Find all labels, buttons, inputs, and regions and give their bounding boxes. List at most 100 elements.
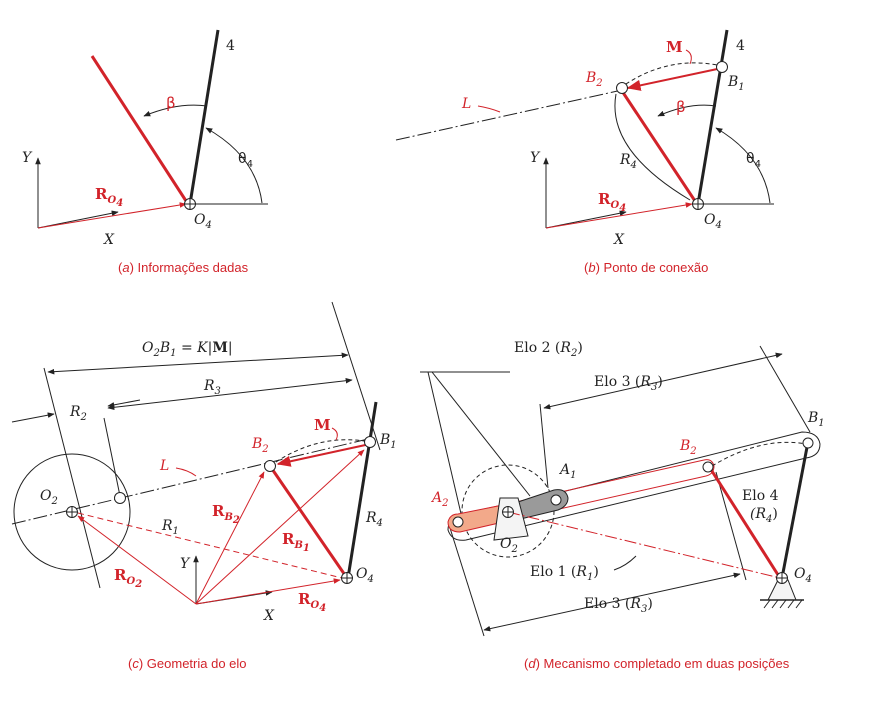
vector-r-o4	[545, 202, 693, 229]
x-axis-label: X	[103, 232, 115, 248]
point-b1	[364, 436, 376, 448]
y-axis-label: Y	[530, 150, 541, 166]
panel-d: Elo 3 (R3) Elo 3 (R3) Elo 2 (R2) Elo 1 (…	[420, 340, 825, 637]
beta-label: β	[676, 98, 686, 116]
elo4-label: Elo 4	[742, 488, 779, 504]
r4-arc	[614, 93, 691, 201]
extension-line-a1	[539, 403, 549, 489]
red-line-beta	[618, 87, 699, 205]
line-l	[11, 437, 373, 525]
vector-m-label: M	[314, 416, 331, 434]
crank-link-pos2	[447, 503, 513, 533]
b1-label: B1	[727, 74, 745, 93]
extension-line-b2	[715, 471, 747, 581]
extension-line-o2	[43, 367, 101, 589]
vector-r-o4-label: RO4	[598, 190, 626, 214]
theta-arc	[715, 127, 771, 204]
elo4-r-label: (R4)	[750, 506, 778, 525]
dim-elo3-top	[543, 352, 783, 410]
vector-r-o2	[77, 515, 197, 605]
vector-r-o4-label: RO4	[95, 185, 123, 209]
elo2-leader-1	[427, 371, 463, 519]
m-leader	[331, 427, 338, 441]
panel-b: Y X RO4 L 4 M R4 β θ4 B2 B1	[395, 29, 774, 248]
vector-r1	[77, 512, 343, 579]
line-l-leader	[477, 105, 501, 113]
m-leader	[685, 49, 692, 65]
red-line-beta	[90, 55, 190, 205]
joint-a2	[452, 516, 464, 528]
point-b1	[716, 61, 728, 73]
x-axis-label: X	[263, 608, 275, 624]
line-l-leader	[175, 467, 197, 477]
elo2-label: Elo 2 (R2)	[514, 340, 583, 359]
elo2-leader-2	[431, 371, 531, 497]
eq-o2b1: O2B1 = K|M|	[142, 340, 233, 359]
link-4	[696, 29, 729, 205]
link-4	[346, 401, 378, 579]
b1-label: B1	[807, 410, 825, 429]
o4-label: O4	[356, 566, 374, 585]
crank-circle	[13, 453, 131, 571]
point-crank	[114, 492, 126, 504]
theta-label: θ4	[746, 151, 761, 170]
vector-r-b2	[195, 471, 265, 605]
r-b1-label: RB1	[282, 530, 310, 554]
link-4-pos2	[708, 467, 782, 579]
theta-arc	[205, 127, 263, 204]
extension-line-b1	[759, 345, 811, 433]
point-b2	[264, 460, 276, 472]
o2-label: O2	[40, 488, 58, 507]
b2-label: B2	[585, 70, 603, 89]
red-link	[268, 465, 349, 579]
r-o2-label: RO2	[114, 566, 142, 590]
vector-m-label: M	[666, 38, 683, 56]
beta-label: β	[166, 94, 176, 112]
dim-r2-right	[107, 399, 141, 408]
ground-support-o2	[493, 497, 529, 541]
joint-b1	[802, 437, 814, 449]
line-l-label: L	[461, 96, 471, 112]
dashed-arc	[619, 62, 723, 89]
y-axis-label: Y	[180, 556, 191, 572]
a2-label: A2	[430, 490, 449, 509]
o4-label: O4	[794, 566, 812, 585]
dim-elo3-bottom	[483, 572, 741, 632]
a1-label: A1	[558, 462, 577, 481]
r4-label: R4	[619, 152, 637, 171]
b2-label: B2	[679, 438, 697, 457]
vector-m	[626, 67, 723, 91]
link-4-pos1	[780, 441, 810, 579]
caption-a: (a) Informações dadas	[118, 260, 249, 275]
vector-r-o4	[195, 578, 341, 605]
elo1-leader	[613, 555, 637, 571]
caption-d: (d) Mecanismo completado em duas posiçõe…	[524, 656, 790, 671]
dashed-arc	[711, 441, 807, 467]
dashed-arc	[269, 439, 371, 467]
point-b2	[616, 82, 628, 94]
vector-r-b1	[195, 449, 365, 605]
r1-label: R1	[161, 518, 179, 537]
beta-arc	[657, 104, 717, 117]
link-4-number: 4	[736, 38, 745, 54]
elo3-bottom-label: Elo 3 (R3)	[584, 596, 653, 615]
panel-c: O2B1 = K|M| R3 R2 L R4 M Y X	[11, 301, 397, 624]
o4-label: O4	[704, 212, 722, 231]
caption-b: (b) Ponto de conexão	[584, 260, 708, 275]
o4-label: O4	[194, 212, 212, 231]
y-axis-label: Y	[22, 150, 33, 166]
b1-label: B1	[379, 432, 397, 451]
ground-hatch-o4	[763, 599, 803, 609]
o2-label: O2	[500, 536, 518, 555]
extension-line-r2	[103, 417, 121, 497]
panel-a: Y X RO4 4 β θ4 O4	[22, 29, 268, 248]
link-4-number: 4	[226, 38, 235, 54]
elo1-ground-line	[507, 511, 781, 579]
b2-label: B2	[251, 436, 269, 455]
elo3-top-label: Elo 3 (R3)	[594, 374, 663, 393]
r2-label: R2	[69, 404, 87, 423]
vector-r-o4	[37, 202, 187, 229]
theta-label: θ4	[238, 151, 253, 170]
joint-a1	[550, 494, 562, 506]
